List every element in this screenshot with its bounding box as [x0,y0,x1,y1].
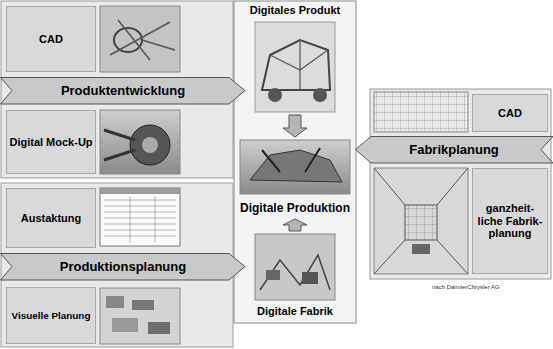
node-label: Produktionsplanung [60,260,186,275]
node-label: CAD [39,33,63,46]
node-label: Digitale Fabrik [257,305,333,318]
caption: nach DaimlerChrysler AG [432,284,500,290]
cad-picture [100,6,180,72]
label-cell: Digital Mock-Up [6,110,96,174]
hall-cad-picture [374,92,468,132]
node-label: Digitale Produktion [240,202,350,216]
node-label: Visuelle Planung [12,310,91,321]
arrow-band: Produktionsplanung [0,253,246,281]
production-picture [240,140,350,194]
arrow-band: Produktentwicklung [0,77,246,105]
panel [370,89,551,279]
factory-picture [255,234,335,300]
label-cell: CAD [472,94,548,132]
arrow-outline [1,78,246,105]
mock-up-picture [100,110,180,174]
image-box: Digitales Produkt [238,4,352,114]
node-label: Digitales Produkt [250,4,340,17]
image-box: Digitale Produktion [236,138,354,218]
block-arrow [283,115,307,137]
layout-picture [100,288,180,344]
panel [234,1,356,323]
node-label: Fabrikplanung [409,143,499,158]
image-box: Digitale Fabrik [238,232,352,320]
arrow-outline [1,254,246,281]
node-label: Produktentwicklung [61,84,185,99]
car-body-picture [255,22,335,112]
hall-picture [374,168,468,274]
label-cell: Visuelle Planung [6,287,96,344]
arrow-band: Fabrikplanung [355,136,553,164]
node-label: Austaktung [21,212,82,225]
node-label: ganzheit- liche Fabrik- planung [476,202,544,240]
label-cell: ganzheit- liche Fabrik- planung [472,168,548,274]
node-label: CAD [498,107,522,120]
block-arrow [283,219,307,231]
node-label: Digital Mock-Up [9,136,92,149]
table-screenshot [100,188,180,246]
label-cell: CAD [6,6,96,72]
label-cell: Austaktung [6,188,96,248]
arrow-outline [356,137,553,164]
